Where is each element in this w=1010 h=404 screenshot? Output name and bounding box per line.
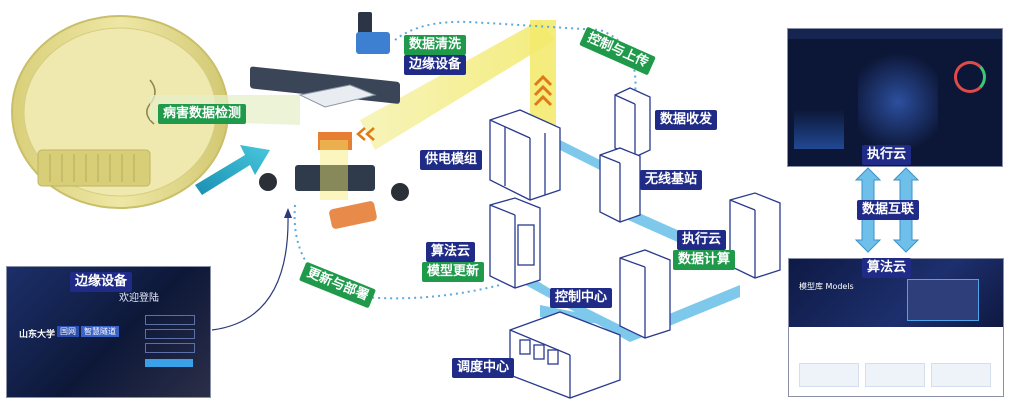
label-algorithm-cloud: 算法云	[426, 242, 476, 262]
login-captcha-input[interactable]	[145, 343, 195, 353]
label-data-cleaning: 数据清洗	[404, 35, 467, 55]
label-model-update: 模型更新	[422, 262, 485, 282]
dashboard-map	[858, 43, 938, 161]
model-illustration	[907, 279, 979, 321]
label-control-center: 控制中心	[550, 288, 613, 308]
data-beam-diagonal	[360, 20, 555, 150]
label-data-interconnect: 数据互联	[857, 200, 920, 220]
login-password-input[interactable]	[145, 329, 195, 339]
edge-login-screenshot: 欢迎登陆 山东大学 国网 智慧隧道	[6, 266, 211, 398]
label-edge-device-login: 边缘设备	[70, 272, 133, 292]
login-title: 欢迎登陆	[119, 293, 159, 304]
dashboard-chart	[794, 109, 844, 149]
model-card-1[interactable]	[799, 363, 859, 387]
exec-cloud-dashboard	[787, 28, 1003, 167]
dashboard-gauge	[954, 61, 986, 93]
label-data-transceive: 数据收发	[655, 110, 718, 130]
model-title: 模型库 Models	[799, 282, 854, 291]
login-username-input[interactable]	[145, 315, 195, 325]
login-tab-1[interactable]: 国网	[57, 326, 79, 337]
login-tab-2[interactable]: 智慧隧道	[81, 326, 119, 337]
dashboard-header	[788, 29, 1002, 39]
label-data-compute: 数据计算	[673, 250, 736, 270]
label-edge-device-top: 边缘设备	[404, 55, 467, 75]
upward-chevrons	[533, 74, 553, 107]
link-arrow	[211, 214, 289, 331]
big-arrow	[195, 145, 270, 195]
label-disease-detection: 病害数据检测	[158, 104, 247, 124]
login-brand: 山东大学	[19, 330, 56, 340]
facility-buildings	[489, 87, 781, 399]
label-exec-cloud-mid: 执行云	[677, 230, 727, 250]
model-library-screenshot: 模型库 Models	[788, 258, 1004, 397]
label-dispatch-center: 调度中心	[452, 358, 515, 378]
model-card-2[interactable]	[865, 363, 925, 387]
label-algorithm-cloud-right: 算法云	[862, 258, 912, 278]
label-power-module: 供电模组	[420, 150, 483, 170]
edge-device-robot	[250, 12, 409, 229]
label-wireless-station: 无线基站	[640, 170, 703, 190]
login-submit-button[interactable]	[145, 359, 193, 367]
model-card-3[interactable]	[931, 363, 991, 387]
label-exec-cloud-right: 执行云	[862, 145, 912, 165]
